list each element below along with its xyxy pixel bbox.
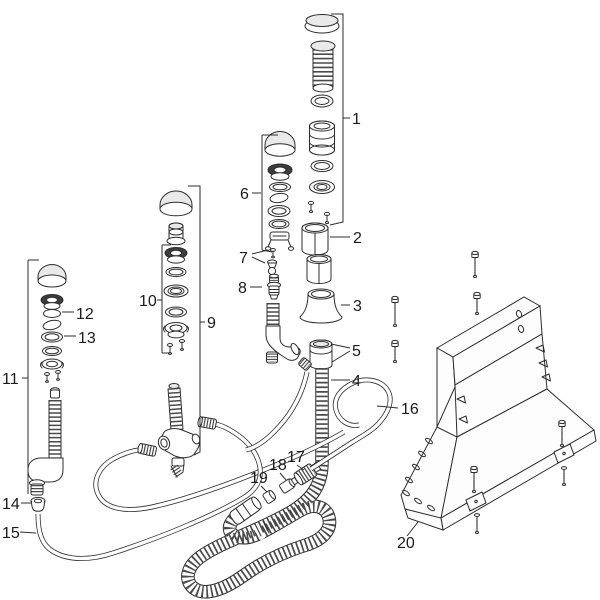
part-8-cartridge bbox=[267, 273, 281, 300]
callout-9: 9 bbox=[207, 315, 216, 332]
callout-16-leader bbox=[376, 405, 399, 409]
callout-19-leader bbox=[260, 485, 268, 493]
part-19-ring bbox=[262, 489, 277, 504]
mounting-screws bbox=[391, 250, 568, 534]
part-9-tee-fitting bbox=[157, 383, 201, 479]
callout-10-bracket bbox=[157, 244, 171, 354]
part-2-sleeve bbox=[301, 222, 329, 256]
part-2-sleeve-lower bbox=[306, 254, 332, 284]
part-8-elbow-assembly bbox=[245, 303, 312, 453]
callout-5: 5 bbox=[352, 343, 361, 360]
callout-6: 6 bbox=[240, 186, 249, 203]
callout-3: 3 bbox=[353, 298, 362, 315]
callout-15-leader bbox=[19, 531, 37, 534]
callout-6-bracket bbox=[252, 134, 278, 253]
part-4-corrugated-hose bbox=[181, 368, 337, 599]
callout-17: 17 bbox=[287, 449, 305, 466]
callout-18-leader bbox=[279, 472, 287, 481]
callout-2: 2 bbox=[353, 230, 362, 247]
part-20-mounting-bracket bbox=[400, 296, 597, 531]
gusset-slots bbox=[402, 437, 435, 512]
part-15-hose bbox=[35, 416, 263, 561]
screw-icon bbox=[323, 211, 331, 225]
part-14-nut bbox=[30, 496, 46, 512]
part-18-fitting bbox=[279, 476, 299, 494]
part-1-escutcheon-stack bbox=[304, 14, 340, 225]
part-9-10-valve-stack bbox=[159, 190, 193, 355]
callout-5-leader bbox=[330, 343, 351, 363]
callout-11-bracket bbox=[22, 259, 39, 494]
callouts: 1 2 3 4 5 6 7 8 9 10 11 12 13 14 15 16 1… bbox=[2, 111, 419, 552]
part-11-elbow-valve bbox=[27, 387, 64, 512]
part-5-hose-sleeve bbox=[309, 339, 333, 370]
part-7-valve bbox=[267, 248, 278, 278]
callout-12: 12 bbox=[76, 306, 94, 323]
callout-10: 10 bbox=[139, 293, 157, 310]
callout-19: 19 bbox=[250, 470, 268, 487]
callout-4: 4 bbox=[352, 373, 361, 390]
callout-13: 13 bbox=[78, 330, 96, 347]
part-11-valve-stack bbox=[37, 264, 67, 383]
callout-11: 11 bbox=[2, 371, 19, 388]
callout-16: 16 bbox=[401, 401, 419, 418]
callout-14: 14 bbox=[2, 496, 20, 513]
callout-1: 1 bbox=[352, 111, 361, 128]
callout-15: 15 bbox=[2, 525, 20, 542]
part-16-hose bbox=[93, 377, 393, 512]
callout-18: 18 bbox=[269, 457, 287, 474]
part-6-handle-stack bbox=[264, 131, 296, 251]
callout-7-leader bbox=[251, 249, 269, 264]
part-3-flared-sleeve bbox=[299, 288, 343, 324]
callout-20: 20 bbox=[397, 535, 415, 552]
callout-7: 7 bbox=[239, 250, 248, 267]
callout-20-leader bbox=[406, 521, 419, 537]
callout-17-leader bbox=[296, 464, 305, 471]
callout-9-bracket bbox=[188, 185, 201, 456]
callout-8: 8 bbox=[238, 280, 247, 297]
screw-icon bbox=[307, 200, 315, 214]
